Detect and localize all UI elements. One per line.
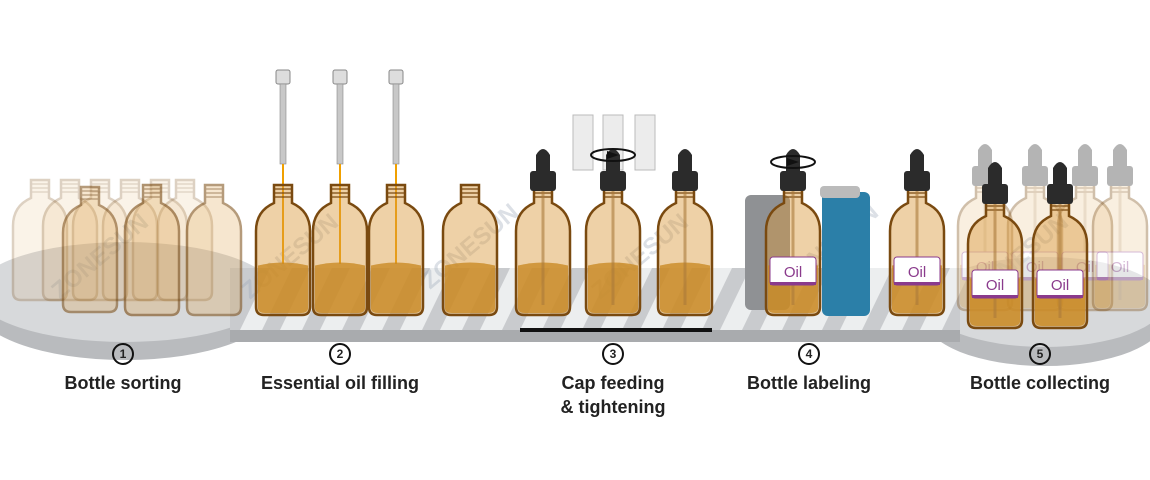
step-label: Bottle labeling (746, 373, 871, 393)
bottle: Oil (966, 162, 1024, 330)
dropper-cap (1072, 166, 1098, 186)
bottle (584, 149, 642, 317)
sorting-turntable (0, 242, 275, 342)
dropper-cap (530, 171, 556, 191)
label-stripe (1097, 277, 1143, 280)
arrowhead-icon (607, 151, 619, 159)
dropper-bulb (678, 149, 692, 171)
dropper-cap (1047, 184, 1073, 204)
needle-tube (392, 83, 400, 165)
bottle (311, 183, 369, 317)
dropper-bulb (1078, 144, 1092, 166)
dropper-cap (672, 171, 698, 191)
bottle-glass (61, 185, 119, 314)
step-number: 1 (112, 343, 134, 365)
oil-fill (315, 262, 365, 313)
conveyor-edge (230, 330, 960, 342)
bottle-label-text: Oil (986, 277, 1004, 294)
bottle-glass (71, 178, 129, 302)
needle-head (332, 69, 348, 85)
dropper-cap (780, 171, 806, 191)
oil-stream (339, 164, 341, 264)
bottle-label-text: Oil (1051, 277, 1069, 294)
label-stripe (894, 282, 940, 285)
step-4: 4 Bottle labeling (724, 340, 894, 395)
dropper-bulb (978, 144, 992, 166)
label-stripe (1037, 295, 1083, 298)
oil-fill (1095, 262, 1145, 308)
filling-needle (332, 69, 348, 264)
bottle (61, 185, 119, 314)
bottle (254, 183, 312, 317)
step-label: Essential oil filling (260, 373, 420, 393)
bottle-label (1096, 251, 1144, 281)
step-2: 2 Essential oil filling (240, 340, 440, 395)
step-number: 5 (1029, 343, 1051, 365)
capping-head (572, 114, 594, 171)
bottle (185, 183, 243, 317)
capping-station-bar (520, 328, 712, 332)
step-number: 2 (329, 343, 351, 365)
bottle-glass (11, 178, 69, 302)
needle-head (388, 69, 404, 85)
arrowhead-icon (787, 158, 799, 166)
step-5: 5 Bottle collecting (950, 340, 1130, 395)
oil-fill (258, 262, 308, 313)
rotation-arrow-icon (770, 155, 816, 169)
oil-fill (371, 262, 421, 313)
bottle-label-text: Oil (1111, 259, 1129, 276)
step-label: Cap feeding (561, 373, 665, 393)
bottle (123, 183, 181, 317)
label-stripe (770, 282, 816, 285)
needle-head (275, 69, 291, 85)
dropper-bulb (1028, 144, 1042, 166)
label-roller-blue (822, 192, 870, 316)
step-1: 1 Bottle sorting (43, 340, 203, 395)
dropper-cap (904, 171, 930, 191)
step-label-line2: & tightening (560, 397, 666, 417)
bottle (656, 149, 714, 317)
bottle: Oil (888, 149, 946, 317)
step-label: Bottle collecting (969, 373, 1110, 393)
dropper-bulb (536, 149, 550, 171)
bottle (41, 178, 99, 302)
step-3: 3 Cap feeding & tightening (533, 340, 693, 419)
bottle-glass (185, 183, 243, 317)
needle-tube (336, 83, 344, 165)
bottle-glass (1091, 178, 1149, 312)
step-label: Bottle sorting (64, 373, 182, 393)
bottle: Oil (1091, 144, 1149, 312)
bottle (11, 178, 69, 302)
dropper-bulb (1113, 144, 1127, 166)
step-number: 3 (602, 343, 624, 365)
filling-needle (275, 69, 291, 264)
roller-top (820, 186, 860, 198)
bottle: Oil (764, 149, 822, 317)
needle-tube (279, 83, 287, 165)
bottle: Oil (1031, 162, 1089, 330)
dropper-cap (1022, 166, 1048, 186)
filling-needle (388, 69, 404, 264)
step-number: 4 (798, 343, 820, 365)
bottle-label-text: Oil (908, 264, 926, 281)
bottle (441, 183, 499, 317)
rotation-arrow-icon (590, 148, 636, 162)
dropper-bulb (1053, 162, 1067, 184)
bottle (514, 149, 572, 317)
bottle-glass (123, 183, 181, 317)
dropper-bulb (910, 149, 924, 171)
dropper-cap (982, 184, 1008, 204)
label-stripe (972, 295, 1018, 298)
dropper-bulb (988, 162, 1002, 184)
capping-head (634, 114, 656, 171)
oil-stream (395, 164, 397, 264)
bottle-label-text: Oil (784, 264, 802, 281)
dropper-cap (1107, 166, 1133, 186)
bottle-glass (41, 178, 99, 302)
oil-fill (445, 262, 495, 313)
oil-stream (282, 164, 284, 264)
bottle (367, 183, 425, 317)
dropper-cap (600, 171, 626, 191)
